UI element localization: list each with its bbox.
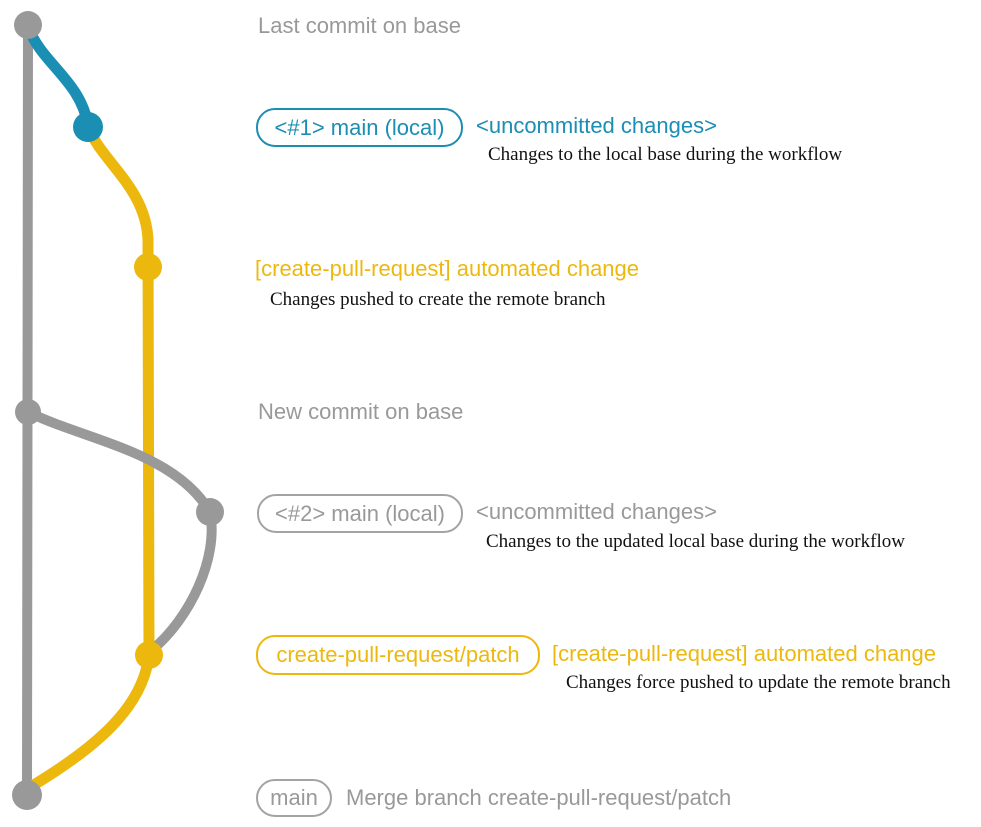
patch-merge-edge (26, 649, 155, 792)
description-uncommitted-changes-2: Changes to the updated local base during… (486, 531, 905, 552)
local-branch-1-edge (22, 21, 94, 131)
branch-badge-create-pull-request-patch: create-pull-request/patch (256, 635, 540, 675)
commit-dot-automated-1 (134, 253, 162, 281)
branch-badge-main-local-2: <#2> main (local) (257, 494, 463, 533)
branch-badge-main: main (256, 779, 332, 817)
description-uncommitted-changes-1: Changes to the local base during the wor… (488, 144, 843, 165)
commit-dot-uncommitted-1 (73, 112, 103, 142)
label-merge-commit: Merge branch create-pull-request/patch (346, 785, 732, 810)
patch-branch-edge (82, 121, 155, 661)
description-automated-change-1: Changes pushed to create the remote bran… (270, 289, 606, 310)
branch-badge-main-local-1: <#1> main (local) (256, 108, 463, 147)
label-uncommitted-changes-1: <uncommitted changes> (476, 113, 717, 138)
label-uncommitted-changes-2: <uncommitted changes> (476, 499, 717, 524)
commit-dot-merge (12, 780, 42, 810)
description-automated-change-2: Changes force pushed to update the remot… (566, 672, 951, 693)
local-branch-2-edge-out (23, 407, 215, 517)
commit-dot-new-on-base (15, 399, 41, 425)
label-new-commit-on-base: New commit on base (258, 399, 464, 424)
commit-dot-uncommitted-2 (196, 498, 224, 526)
commit-dot-last-on-base (14, 11, 42, 39)
local-branch-2-edge-in (147, 507, 217, 655)
label-automated-change-2: [create-pull-request] automated change (552, 641, 937, 666)
label-last-commit-on-base: Last commit on base (258, 13, 461, 38)
label-automated-change-1: [create-pull-request] automated change (255, 256, 640, 281)
commit-dot-automated-2 (135, 641, 163, 669)
